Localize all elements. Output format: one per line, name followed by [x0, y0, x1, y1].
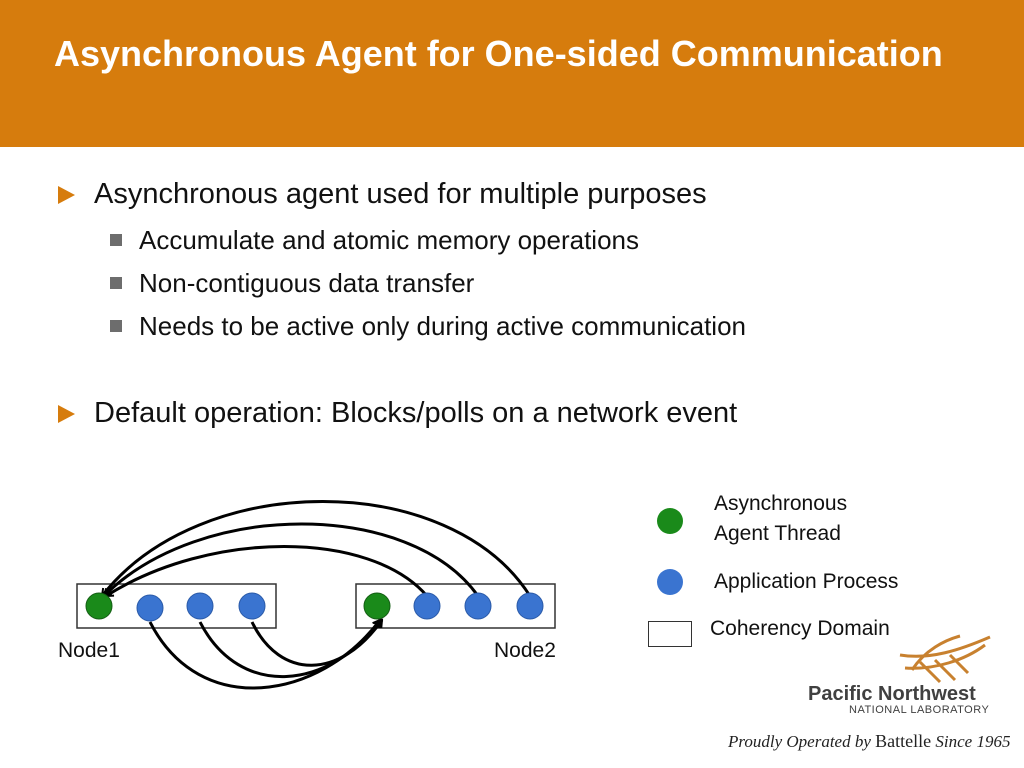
legend-domain-box [648, 621, 692, 647]
node1-process-3 [238, 592, 266, 620]
pnnl-logo-icon [899, 634, 991, 684]
node1-process-2 [186, 592, 214, 620]
legend-agent-label: Asynchronous Agent Thread [714, 492, 848, 545]
node2-process-1 [413, 592, 441, 620]
triangle-bullet-icon [58, 405, 75, 423]
lab-subtitle: NATIONAL LABORATORY [849, 704, 990, 716]
title-banner [0, 0, 1024, 147]
slide-title: Asynchronous Agent for One-sided Communi… [54, 33, 943, 74]
lab-name: Pacific Northwest [808, 683, 976, 705]
battelle-tagline: Proudly Operated by Battelle Since 1965 [728, 731, 1011, 751]
square-bullet-icon [110, 234, 122, 246]
square-bullet-icon [110, 320, 122, 332]
arrow-n2p2-to-agent1 [104, 522, 480, 596]
node1-agent-thread [85, 592, 113, 620]
arrow-n1p3-to-agent2 [250, 620, 384, 667]
node2-process-2 [464, 592, 492, 620]
legend-process-dot [657, 569, 683, 595]
node1-label: Node1 [58, 639, 120, 662]
node2-label: Node2 [494, 639, 556, 662]
node2-process-3 [516, 592, 544, 620]
arrow-n2p3-to-agent1 [102, 500, 532, 597]
legend-process-label: Application Process [714, 570, 899, 593]
square-bullet-icon [110, 277, 122, 289]
legend-agent-dot [657, 508, 683, 534]
legend-domain-label: Coherency Domain [710, 617, 890, 640]
node2-agent-thread [363, 592, 391, 620]
arrow-n2p1-to-agent1 [106, 545, 429, 598]
triangle-bullet-icon [58, 186, 75, 204]
node1-process-1 [136, 594, 164, 622]
